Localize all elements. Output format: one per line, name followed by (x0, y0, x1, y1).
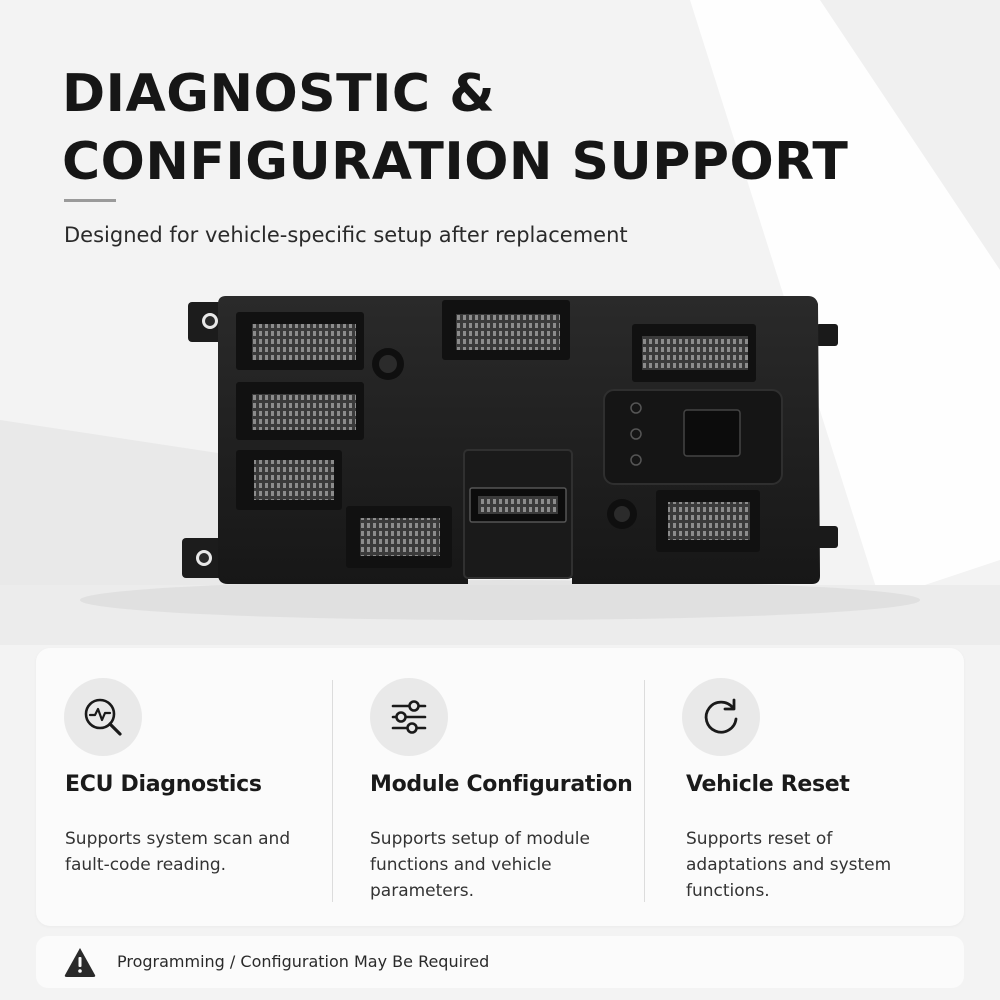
programming-notice: Programming / Configuration May Be Requi… (36, 936, 964, 988)
feature-description: Supports setup of module functions and v… (370, 829, 590, 901)
feature-divider (332, 680, 333, 902)
notice-text: Programming / Configuration May Be Requi… (117, 952, 490, 971)
title-divider (64, 199, 116, 202)
features-card: ECU Diagnostics Supports system scan and… (36, 648, 964, 926)
title-line-2: CONFIGURATION SUPPORT (62, 132, 849, 192)
diagnostic-magnifier-icon (64, 678, 142, 756)
feature-ecu-diagnostics: ECU Diagnostics Supports system scan and… (36, 648, 332, 926)
page-subtitle: Designed for vehicle-specific setup afte… (64, 223, 628, 247)
feature-module-configuration: Module Configuration Supports setup of m… (332, 648, 644, 926)
page-title: DIAGNOSTIC & CONFIGURATION SUPPORT (62, 60, 848, 196)
feature-vehicle-reset: Vehicle Reset Supports reset of adaptati… (644, 648, 964, 926)
feature-title: ECU Diagnostics (65, 772, 262, 797)
feature-title: Module Configuration (370, 772, 633, 797)
warning-triangle-icon (64, 948, 96, 977)
feature-description: Supports reset of adaptations and system… (686, 829, 892, 901)
control-module-image (182, 296, 838, 584)
title-line-1: DIAGNOSTIC & (62, 64, 496, 124)
sliders-icon (370, 678, 448, 756)
refresh-icon (682, 678, 760, 756)
feature-divider (644, 680, 645, 902)
feature-description: Supports system scan and fault-code read… (65, 829, 291, 875)
feature-title: Vehicle Reset (686, 772, 850, 797)
